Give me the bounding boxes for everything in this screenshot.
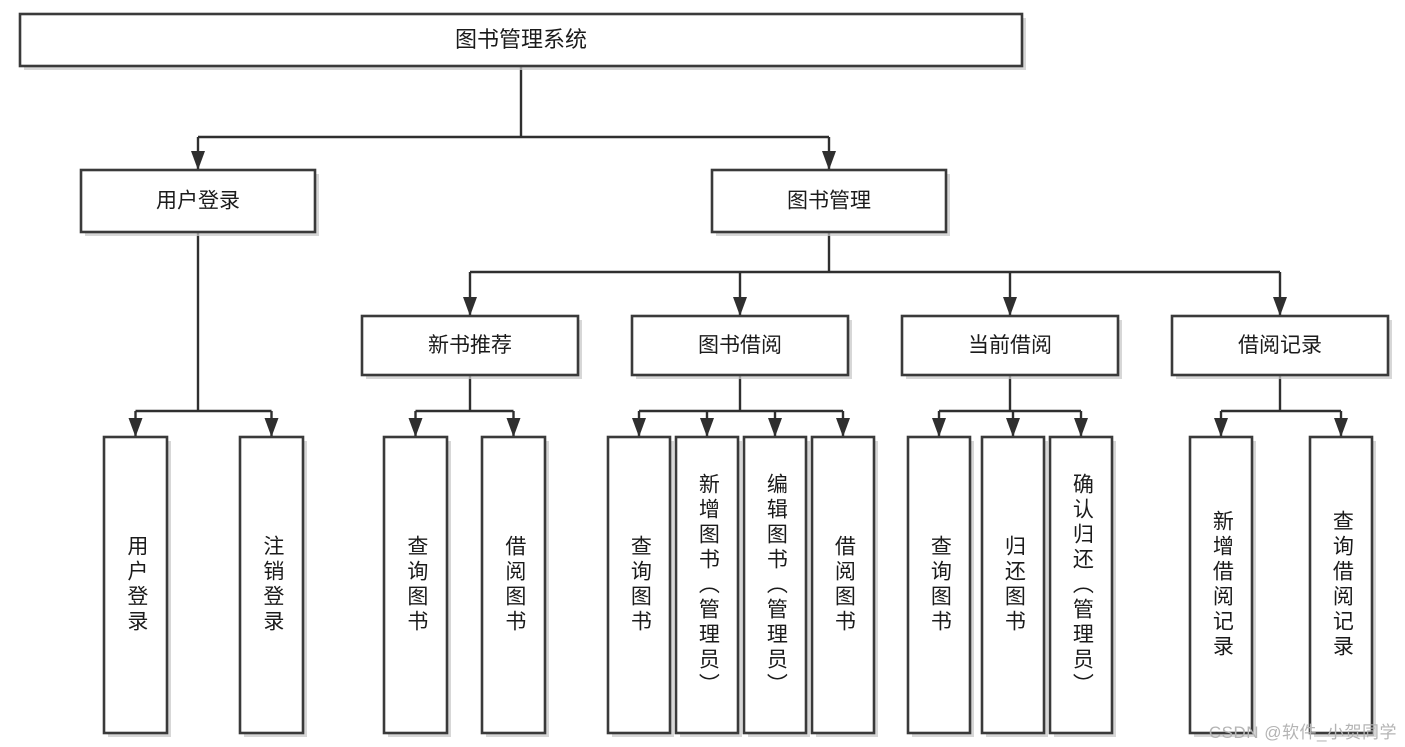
level2-node-1[interactable] bbox=[710, 168, 948, 234]
mgmt-arrow-0 bbox=[463, 297, 477, 316]
leaf3-node-1-0[interactable] bbox=[606, 435, 672, 735]
level2-0-arrow-0 bbox=[128, 418, 143, 437]
level3-node-2[interactable] bbox=[900, 314, 1120, 377]
level2-node-1-label: 图书管理 bbox=[787, 190, 871, 213]
level3-node-1-label: 图书借阅 bbox=[698, 334, 782, 357]
level2-node-0[interactable] bbox=[79, 168, 317, 234]
level3-node-2-label: 当前借阅 bbox=[968, 334, 1052, 357]
level3-node-3-label: 借阅记录 bbox=[1238, 334, 1322, 357]
level3-3-arrow-0 bbox=[1214, 418, 1228, 437]
root-arrow-0 bbox=[191, 151, 205, 170]
root-node-label: 图书管理系统 bbox=[455, 27, 587, 52]
level3-1-arrow-0 bbox=[632, 418, 646, 437]
node-box-layer bbox=[18, 12, 1392, 737]
level3-node-0-label: 新书推荐 bbox=[428, 334, 512, 357]
mgmt-arrow-3 bbox=[1273, 297, 1287, 316]
leaf3-node-1-3[interactable] bbox=[810, 435, 876, 735]
leaf3-node-0-0[interactable] bbox=[382, 435, 449, 735]
connector-layer bbox=[128, 66, 1348, 437]
leaf-node-0-0[interactable] bbox=[102, 435, 169, 735]
leaf-node-0-1[interactable] bbox=[238, 435, 305, 735]
level3-3-arrow-1 bbox=[1334, 418, 1348, 437]
mgmt-arrow-2 bbox=[1003, 297, 1017, 316]
level3-node-0[interactable] bbox=[360, 314, 580, 377]
leaf3-node-0-1[interactable] bbox=[480, 435, 547, 735]
leaf3-node-1-2[interactable] bbox=[742, 435, 808, 735]
level2-0-arrow-1 bbox=[264, 418, 279, 437]
csdn-watermark: CSDN @软件_小贺同学 bbox=[1208, 723, 1397, 742]
level3-0-arrow-0 bbox=[408, 418, 423, 437]
leaf3-node-1-1[interactable] bbox=[674, 435, 740, 735]
level3-1-arrow-2 bbox=[768, 418, 782, 437]
leaf3-node-3-0[interactable] bbox=[1188, 435, 1254, 735]
leaf3-node-2-1[interactable] bbox=[980, 435, 1046, 735]
mgmt-arrow-1 bbox=[733, 297, 747, 316]
level3-2-arrow-1 bbox=[1006, 418, 1020, 437]
level2-node-0-label: 用户登录 bbox=[156, 190, 240, 213]
level3-node-3[interactable] bbox=[1170, 314, 1390, 377]
level3-2-arrow-0 bbox=[932, 418, 946, 437]
leaf3-node-2-2[interactable] bbox=[1048, 435, 1114, 735]
level3-1-arrow-3 bbox=[836, 418, 850, 437]
level3-1-arrow-1 bbox=[700, 418, 714, 437]
level3-0-arrow-1 bbox=[506, 418, 521, 437]
leaf3-node-3-1[interactable] bbox=[1308, 435, 1374, 735]
root-node[interactable] bbox=[18, 12, 1024, 68]
level3-2-arrow-2 bbox=[1074, 418, 1088, 437]
root-arrow-1 bbox=[822, 151, 836, 170]
level3-node-1[interactable] bbox=[630, 314, 850, 377]
leaf3-node-2-0[interactable] bbox=[906, 435, 972, 735]
